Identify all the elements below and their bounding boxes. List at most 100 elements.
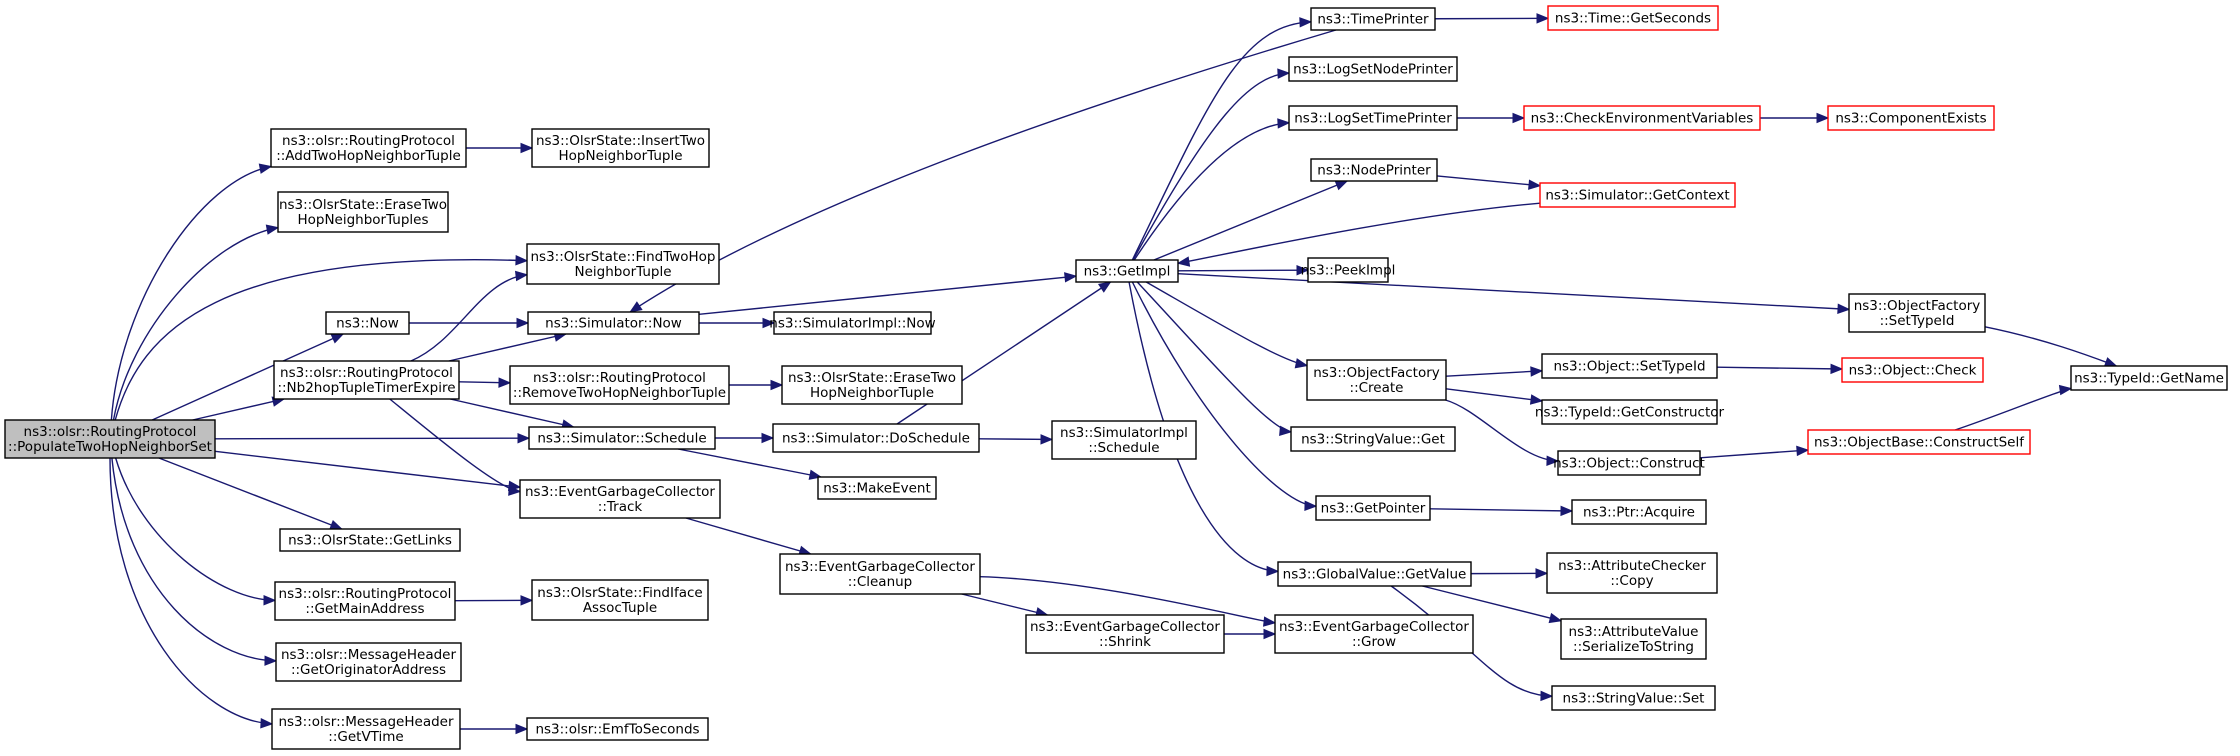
node-schedule[interactable]: ns3::Simulator::Schedule xyxy=(528,426,716,450)
node-box-getPointer[interactable] xyxy=(1315,495,1431,521)
node-box-avSerialize[interactable] xyxy=(1560,618,1707,660)
node-box-eraseTwoHopTuple[interactable] xyxy=(781,365,963,405)
node-box-getMainAddress[interactable] xyxy=(274,581,456,621)
node-now[interactable]: ns3::Now xyxy=(325,311,410,335)
node-box-emfToSeconds[interactable] xyxy=(526,717,709,741)
node-stringValueGet[interactable]: ns3::StringValue::Get xyxy=(1290,426,1456,452)
node-box-logSetNodePrinter[interactable] xyxy=(1288,56,1458,82)
node-eraseTwoHopTuples[interactable]: ns3::OlsrState::EraseTwoHopNeighborTuple… xyxy=(277,191,449,233)
node-box-root[interactable] xyxy=(4,419,216,459)
node-box-logSetTimePrinter[interactable] xyxy=(1288,105,1458,131)
node-box-peekImpl[interactable] xyxy=(1307,257,1389,283)
node-box-track[interactable] xyxy=(519,479,721,519)
node-box-cleanup[interactable] xyxy=(779,553,981,595)
node-box-findTwoHop[interactable] xyxy=(526,243,720,285)
node-box-gvGetValue[interactable] xyxy=(1277,561,1472,587)
node-box-timeGetSeconds[interactable] xyxy=(1547,5,1719,31)
node-ofSetTypeId[interactable]: ns3::ObjectFactory::SetTypeId xyxy=(1848,293,1986,333)
node-box-nb2hop[interactable] xyxy=(273,360,460,400)
node-avSerialize[interactable]: ns3::AttributeValue::SerializeToString xyxy=(1560,618,1707,660)
node-timeGetSeconds[interactable]: ns3::Time::GetSeconds xyxy=(1547,5,1719,31)
node-box-makeEvent[interactable] xyxy=(817,476,937,500)
node-simGetContext[interactable]: ns3::Simulator::GetContext xyxy=(1539,182,1736,208)
node-box-schedule[interactable] xyxy=(528,426,716,450)
node-componentExists[interactable]: ns3::ComponentExists xyxy=(1827,105,1995,131)
node-box-typeIdGetName[interactable] xyxy=(2070,365,2228,391)
node-box-shrink[interactable] xyxy=(1025,614,1225,654)
node-getVTime[interactable]: ns3::olsr::MessageHeader::GetVTime xyxy=(271,708,461,750)
node-box-constructSelf[interactable] xyxy=(1807,429,2031,455)
node-getPointer[interactable]: ns3::GetPointer xyxy=(1315,495,1431,521)
node-box-getLinks[interactable] xyxy=(279,528,461,552)
node-box-acCopy[interactable] xyxy=(1546,552,1718,594)
node-box-findIface[interactable] xyxy=(531,579,709,621)
node-box-nodePrinter[interactable] xyxy=(1310,158,1438,182)
node-box-checkEnv[interactable] xyxy=(1523,105,1761,131)
node-box-ofCreate[interactable] xyxy=(1306,359,1447,401)
node-box-stringValueGet[interactable] xyxy=(1290,426,1456,452)
node-grow[interactable]: ns3::EventGarbageCollector::Grow xyxy=(1274,614,1474,654)
node-acCopy[interactable]: ns3::AttributeChecker::Copy xyxy=(1546,552,1718,594)
node-box-typeIdGetCtor[interactable] xyxy=(1541,399,1718,425)
node-cleanup[interactable]: ns3::EventGarbageCollector::Cleanup xyxy=(779,553,981,595)
node-box-getImpl[interactable] xyxy=(1075,259,1179,283)
node-implSchedule[interactable]: ns3::SimulatorImpl::Schedule xyxy=(1051,420,1197,460)
node-removeTwoHop[interactable]: ns3::olsr::RoutingProtocol::RemoveTwoHop… xyxy=(509,365,730,405)
node-doSchedule[interactable]: ns3::Simulator::DoSchedule xyxy=(772,423,980,453)
node-box-getOrigAddr[interactable] xyxy=(275,642,462,682)
node-box-objCheck[interactable] xyxy=(1841,357,1984,383)
node-nodePrinter[interactable]: ns3::NodePrinter xyxy=(1310,158,1438,182)
node-box-simNow[interactable] xyxy=(527,311,700,335)
node-logSetTimePrinter[interactable]: ns3::LogSetTimePrinter xyxy=(1288,105,1458,131)
node-track[interactable]: ns3::EventGarbageCollector::Track xyxy=(519,479,721,519)
node-box-grow[interactable] xyxy=(1274,614,1474,654)
node-timePrinter[interactable]: ns3::TimePrinter xyxy=(1310,7,1436,31)
node-checkEnv[interactable]: ns3::CheckEnvironmentVariables xyxy=(1523,105,1761,131)
node-box-insertTwoHop[interactable] xyxy=(531,128,710,168)
node-addTwoHop[interactable]: ns3::olsr::RoutingProtocol::AddTwoHopNei… xyxy=(270,128,467,168)
node-constructSelf[interactable]: ns3::ObjectBase::ConstructSelf xyxy=(1807,429,2031,455)
node-root[interactable]: ns3::olsr::RoutingProtocol::PopulateTwoH… xyxy=(4,419,216,459)
node-gvGetValue[interactable]: ns3::GlobalValue::GetValue xyxy=(1277,561,1472,587)
node-simNow[interactable]: ns3::Simulator::Now xyxy=(527,311,700,335)
node-peekImpl[interactable]: ns3::PeekImpl xyxy=(1301,257,1396,283)
node-stringValueSet[interactable]: ns3::StringValue::Set xyxy=(1551,685,1716,711)
node-box-ptrAcquire[interactable] xyxy=(1571,499,1707,525)
node-box-objSetTypeId[interactable] xyxy=(1541,353,1718,379)
node-insertTwoHop[interactable]: ns3::OlsrState::InsertTwoHopNeighborTupl… xyxy=(531,128,710,168)
node-box-stringValueSet[interactable] xyxy=(1551,685,1716,711)
node-box-componentExists[interactable] xyxy=(1827,105,1995,131)
node-shrink[interactable]: ns3::EventGarbageCollector::Shrink xyxy=(1025,614,1225,654)
node-box-timePrinter[interactable] xyxy=(1310,7,1436,31)
node-box-eraseTwoHopTuples[interactable] xyxy=(277,191,449,233)
node-objSetTypeId[interactable]: ns3::Object::SetTypeId xyxy=(1541,353,1718,379)
node-box-implSchedule[interactable] xyxy=(1051,420,1197,460)
node-box-ofSetTypeId[interactable] xyxy=(1848,293,1986,333)
node-makeEvent[interactable]: ns3::MakeEvent xyxy=(817,476,937,500)
node-getOrigAddr[interactable]: ns3::olsr::MessageHeader::GetOriginatorA… xyxy=(275,642,462,682)
node-nb2hop[interactable]: ns3::olsr::RoutingProtocol::Nb2hopTupleT… xyxy=(273,360,460,400)
node-simImplNow[interactable]: ns3::SimulatorImpl::Now xyxy=(769,311,936,335)
node-ptrAcquire[interactable]: ns3::Ptr::Acquire xyxy=(1571,499,1707,525)
node-box-addTwoHop[interactable] xyxy=(270,128,467,168)
node-logSetNodePrinter[interactable]: ns3::LogSetNodePrinter xyxy=(1288,56,1458,82)
node-box-now[interactable] xyxy=(325,311,410,335)
node-box-doSchedule[interactable] xyxy=(772,423,980,453)
node-box-simImplNow[interactable] xyxy=(773,311,932,335)
node-box-simGetContext[interactable] xyxy=(1539,182,1736,208)
node-getImpl[interactable]: ns3::GetImpl xyxy=(1075,259,1179,283)
node-typeIdGetCtor[interactable]: ns3::TypeId::GetConstructor xyxy=(1535,399,1725,425)
node-box-getVTime[interactable] xyxy=(271,708,461,750)
node-getMainAddress[interactable]: ns3::olsr::RoutingProtocol::GetMainAddre… xyxy=(274,581,456,621)
node-emfToSeconds[interactable]: ns3::olsr::EmfToSeconds xyxy=(526,717,709,741)
node-objConstruct[interactable]: ns3::Object::Construct xyxy=(1553,450,1705,476)
node-box-objConstruct[interactable] xyxy=(1557,450,1701,476)
node-objCheck[interactable]: ns3::Object::Check xyxy=(1841,357,1984,383)
node-ofCreate[interactable]: ns3::ObjectFactory::Create xyxy=(1306,359,1447,401)
node-box-removeTwoHop[interactable] xyxy=(509,365,730,405)
node-typeIdGetName[interactable]: ns3::TypeId::GetName xyxy=(2070,365,2228,391)
node-getLinks[interactable]: ns3::OlsrState::GetLinks xyxy=(279,528,461,552)
